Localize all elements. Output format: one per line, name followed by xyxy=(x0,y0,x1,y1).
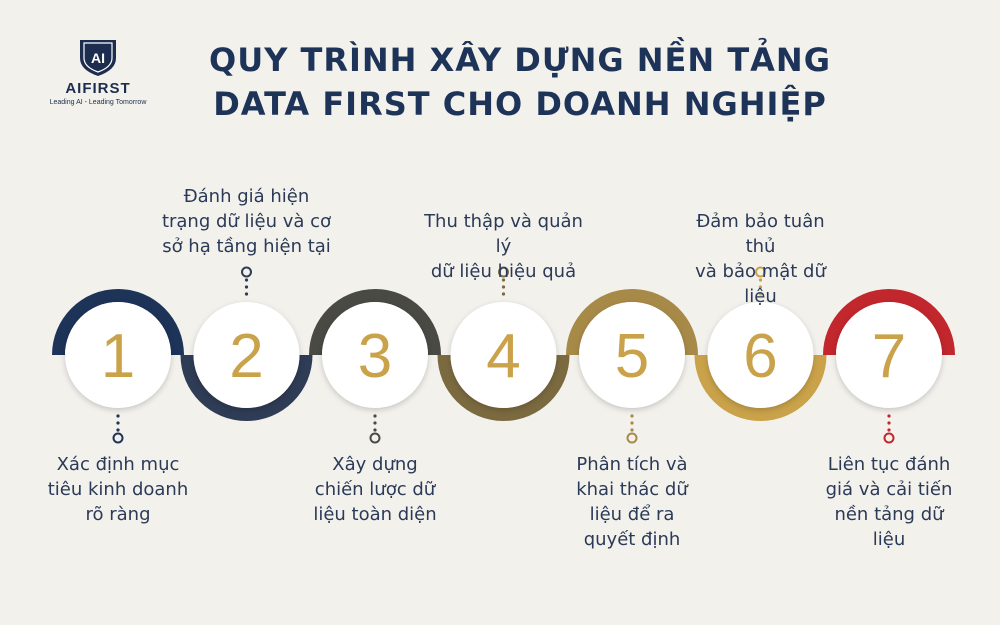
step-3: 3 xyxy=(309,289,441,444)
step-arc xyxy=(437,355,570,421)
connector-dot xyxy=(887,428,891,432)
description-line: chiến lược dữ xyxy=(314,479,436,500)
title-line-2: DATA FIRST CHO DOANH NGHIỆP xyxy=(213,85,827,123)
connector-dot xyxy=(758,285,763,289)
step-arc xyxy=(566,289,698,355)
connector-dot xyxy=(630,414,634,418)
description-line: sở hạ tầng hiện tại xyxy=(162,236,331,257)
description-line: quyết định xyxy=(583,529,681,550)
step-number: 3 xyxy=(358,322,392,391)
description-line: khai thác dữ xyxy=(576,479,688,500)
connector-dot xyxy=(887,414,891,418)
description-line: Đảm bảo tuân thủ xyxy=(696,211,825,257)
step-1-description: Xác định mục tiêu kinh doanh rõ ràng xyxy=(38,452,198,527)
step-number: 7 xyxy=(872,322,906,391)
connector-dot xyxy=(501,285,506,289)
connector-ring xyxy=(241,266,252,278)
step-2: 2 xyxy=(180,266,313,421)
step-4-description: Thu thập và quản lý dữ liệu hiệu quả xyxy=(424,209,584,625)
step-arc xyxy=(823,289,955,355)
description-line: Xác định mục xyxy=(56,454,180,475)
connector-dot xyxy=(244,292,249,296)
connector-ring xyxy=(883,432,895,444)
logo-mark: AI xyxy=(91,50,105,66)
connector-dot xyxy=(758,278,763,282)
step-circle xyxy=(707,302,814,408)
description-line: liệu xyxy=(872,529,906,550)
connector-dot xyxy=(758,292,763,296)
step-6: 6 xyxy=(694,266,827,421)
step-arc xyxy=(52,289,184,355)
connector-ring xyxy=(626,432,638,444)
brand-name: AIFIRST xyxy=(65,80,131,97)
step-arc xyxy=(694,355,827,421)
connector-dot xyxy=(244,278,249,282)
description-line: giá và cải tiến xyxy=(825,479,953,500)
description-line: dữ liệu hiệu quả xyxy=(430,261,577,282)
step-arc xyxy=(309,289,441,355)
description-line: rõ ràng xyxy=(85,504,151,525)
description-line: trạng dữ liệu và cơ xyxy=(161,211,332,232)
step-circle xyxy=(836,302,942,408)
connector-dot xyxy=(373,428,377,432)
connector-ring xyxy=(112,432,124,444)
connector-dot xyxy=(116,421,120,425)
connector-ring xyxy=(369,432,381,444)
step-number: 2 xyxy=(229,322,263,391)
description-line: và bảo mật dữ liệu xyxy=(695,261,826,307)
step-circle xyxy=(65,302,171,408)
description-line: tiêu kinh doanh xyxy=(47,479,189,500)
title-line-1: QUY TRÌNH XÂY DỰNG NỀN TẢNG xyxy=(209,41,831,79)
description-line: Đánh giá hiện xyxy=(183,186,310,207)
page-title: QUY TRÌNH XÂY DỰNG NỀN TẢNG DATA FIRST C… xyxy=(150,38,890,126)
connector-dot xyxy=(630,421,634,425)
description-line: Phân tích và xyxy=(576,454,688,475)
connector-dot xyxy=(630,428,634,432)
connector-dot xyxy=(373,421,377,425)
connector-ring xyxy=(755,266,766,278)
step-circle xyxy=(579,302,685,408)
description-line: liệu để ra xyxy=(589,504,675,525)
step-5-description: Phân tích và khai thác dữ liệu để ra quyết … xyxy=(552,452,712,552)
step-circle xyxy=(450,302,557,408)
brand-tagline: Leading AI - Leading Tomorrow xyxy=(49,99,147,106)
description-line: liệu toàn diện xyxy=(313,504,437,525)
step-number: 1 xyxy=(101,322,135,391)
step-7-description: Liên tục đánh giá và cải tiến nền tảng dữ l… xyxy=(809,452,969,552)
step-arc xyxy=(180,355,313,421)
description-line: Thu thập và quản lý xyxy=(424,211,583,257)
shield-logo-icon: AI xyxy=(80,40,116,76)
connector-dot xyxy=(116,414,120,418)
description-line: Xây dựng xyxy=(332,454,418,475)
step-number: 4 xyxy=(486,322,520,391)
step-5: 5 xyxy=(566,289,698,444)
brand-logo: AI AIFIRST Leading AI - Leading Tomorrow xyxy=(28,36,168,106)
connector-dot xyxy=(501,292,506,296)
connector-dot xyxy=(887,421,891,425)
connector-dot xyxy=(244,285,249,289)
step-circle xyxy=(322,302,428,408)
connector-dot xyxy=(116,428,120,432)
step-1: 1 xyxy=(52,289,184,444)
step-number: 6 xyxy=(743,322,777,391)
step-number: 5 xyxy=(615,322,649,391)
step-4: 4 xyxy=(437,266,570,421)
step-2-description: Đánh giá hiện trạng dữ liệu và cơ sở hạ tầ… xyxy=(152,184,342,625)
step-3-description: Xây dựng chiến lược dữ liệu toàn diện xyxy=(295,452,455,527)
description-line: nền tảng dữ xyxy=(834,504,944,525)
description-line: Liên tục đánh xyxy=(827,454,951,475)
connector-dot xyxy=(373,414,377,418)
connector-ring xyxy=(498,266,509,278)
step-circle xyxy=(193,302,300,408)
connector-dot xyxy=(501,278,506,282)
step-7: 7 xyxy=(823,289,955,444)
